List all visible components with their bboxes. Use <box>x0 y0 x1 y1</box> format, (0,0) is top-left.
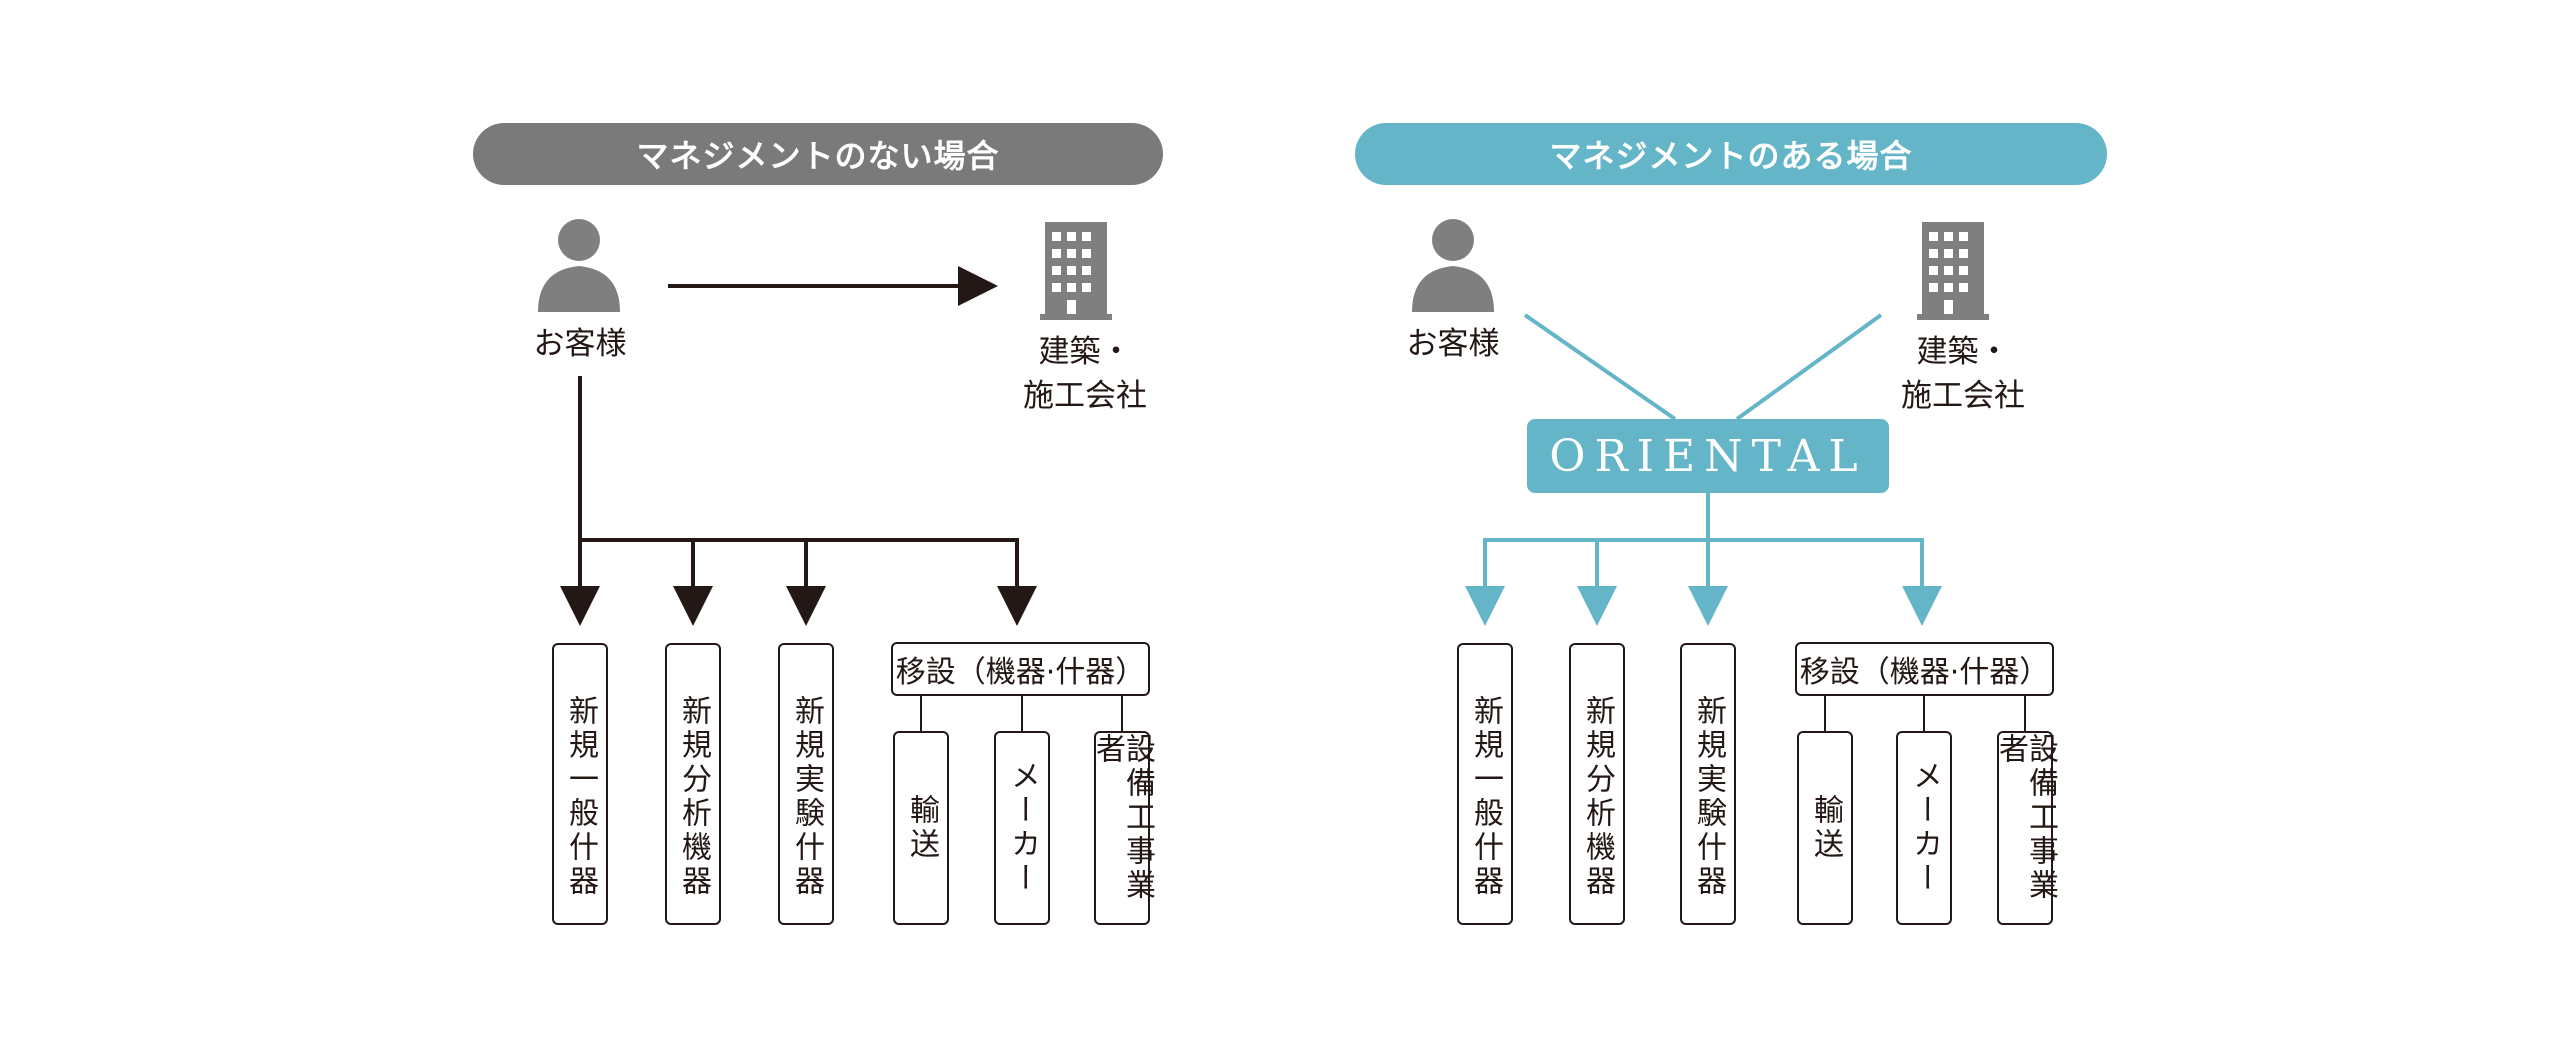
box-new-analysis-equipment: 新規分析機器 <box>1569 643 1625 925</box>
builder-label-line2: 施工会社 <box>1901 378 2025 414</box>
box-relocation: 移設（機器·什器） <box>1795 642 2054 696</box>
builder-label-line2: 施工会社 <box>1023 378 1147 414</box>
box-relocation: 移設（機器·什器） <box>891 642 1150 696</box>
box-facility-contractor: 設備工事業者 <box>1993 731 2058 925</box>
box-new-lab-fixtures: 新規実験什器 <box>778 643 834 925</box>
title-with-management: マネジメントのある場合 <box>1355 123 2107 185</box>
box-manufacturer: メーカー <box>1896 731 1952 925</box>
box-label: 新規一般什器 <box>1468 695 1503 899</box>
box-transport: 輸送 <box>1797 731 1853 925</box>
person-icon <box>1412 219 1494 312</box>
box-label: 輸送 <box>1808 794 1843 862</box>
customer-label: お客様 <box>533 326 627 362</box>
builder-label-line1: 建築・ <box>1916 334 2010 370</box>
builder-label: 建築・ 施工会社 <box>1888 330 2038 418</box>
box-label: 設備工事業者 <box>1993 733 2058 903</box>
oriental-logo: ORIENTAL <box>1527 419 1889 493</box>
box-label: 新規一般什器 <box>563 695 598 899</box>
person-icon <box>538 219 620 312</box>
building-icon <box>1040 222 1112 320</box>
box-new-lab-fixtures: 新規実験什器 <box>1680 643 1736 925</box>
box-facility-contractor: 設備工事業者 <box>1090 731 1155 925</box>
title-without-management: マネジメントのない場合 <box>473 123 1163 185</box>
box-label: メーカー <box>1005 760 1040 896</box>
box-label: 輸送 <box>904 794 939 862</box>
box-label: メーカー <box>1907 760 1942 896</box>
box-label: 新規実験什器 <box>1691 695 1726 899</box>
building-icon <box>1917 222 1989 320</box>
customer-label: お客様 <box>1406 326 1500 362</box>
box-label: 新規分析機器 <box>676 695 711 899</box>
box-manufacturer: メーカー <box>994 731 1050 925</box>
box-transport: 輸送 <box>893 731 949 925</box>
box-new-general-fixtures: 新規一般什器 <box>552 643 608 925</box>
builder-label: 建築・ 施工会社 <box>1010 330 1160 418</box>
box-label: 新規実験什器 <box>789 695 824 899</box>
box-new-general-fixtures: 新規一般什器 <box>1457 643 1513 925</box>
box-label: 設備工事業者 <box>1090 733 1155 903</box>
builder-label-line1: 建築・ <box>1038 334 1132 370</box>
box-new-analysis-equipment: 新規分析機器 <box>665 643 721 925</box>
box-label: 新規分析機器 <box>1580 695 1615 899</box>
